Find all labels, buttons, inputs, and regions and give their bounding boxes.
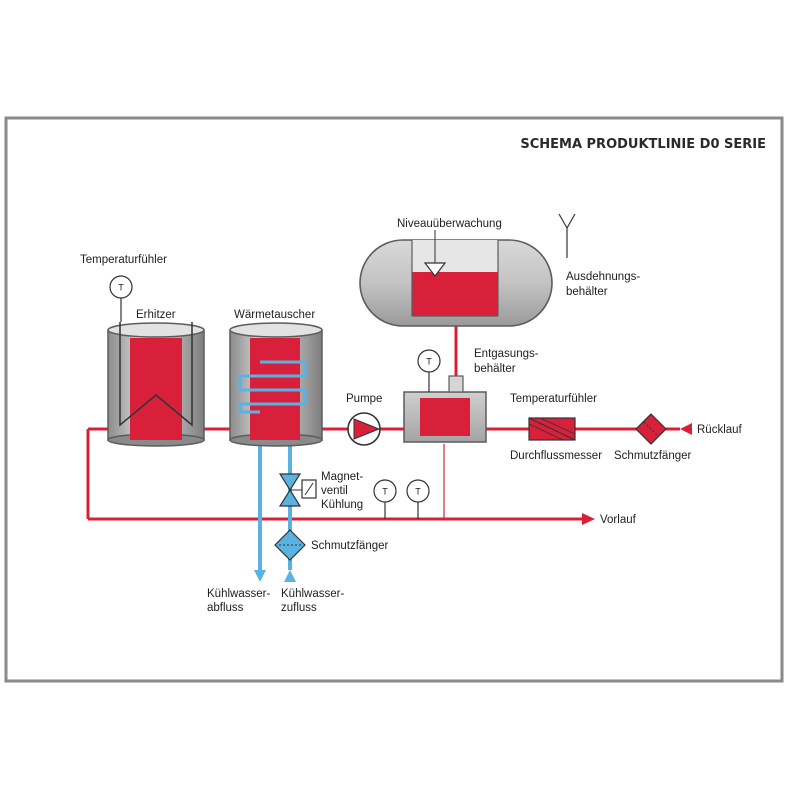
label-magnetventil-2: ventil xyxy=(321,485,348,497)
label-entgasungsbehaelter-1: Entgasungs- xyxy=(474,348,539,360)
erhitzer-vessel xyxy=(107,322,205,447)
kuehlwasser-abfluss-arrow xyxy=(254,570,266,582)
temperature-gauge-vorlauf-1: T xyxy=(373,479,397,503)
label-schmutzfaenger-bottom: Schmutzfänger xyxy=(311,540,389,552)
strainer-right xyxy=(635,413,667,445)
ausdehnungsbehaelter xyxy=(359,239,553,327)
label-ausdehnungsbehaelter-2: behälter xyxy=(566,286,608,298)
label-durchflussmesser: Durchflussmesser xyxy=(510,450,602,462)
svg-text:T: T xyxy=(118,283,124,293)
label-magnetventil-1: Magnet- xyxy=(321,471,363,483)
svg-text:T: T xyxy=(382,487,388,497)
temperature-gauge-vorlauf-2: T xyxy=(406,479,430,503)
heating-element xyxy=(119,322,193,427)
label-kuehlwasser-zufluss-2: zufluss xyxy=(281,602,317,614)
magnetventil xyxy=(278,473,317,507)
label-pumpe: Pumpe xyxy=(346,393,382,405)
label-temperaturfuehler-right: Temperaturfühler xyxy=(510,393,597,405)
vent-icon xyxy=(558,213,576,258)
diagram-title: SCHEMA PRODUKTLINIE D0 SERIE xyxy=(520,137,766,152)
waermetauscher-vessel xyxy=(229,322,323,447)
label-ausdehnungsbehaelter-1: Ausdehnungs- xyxy=(566,271,640,283)
label-schmutzfaenger-right: Schmutzfänger xyxy=(614,450,692,462)
label-kuehlwasser-zufluss-1: Kühlwasser- xyxy=(281,588,344,600)
temperature-gauge-entgasung: T xyxy=(417,349,441,373)
entgasungsbehaelter xyxy=(403,375,487,443)
label-erhitzer: Erhitzer xyxy=(136,309,176,321)
label-vorlauf: Vorlauf xyxy=(600,514,637,526)
cooling-coil xyxy=(238,360,307,414)
ruecklauf-arrow xyxy=(680,423,692,435)
kuehlwasser-zufluss-arrow xyxy=(284,570,296,582)
pump xyxy=(347,412,381,446)
label-waermetauscher: Wärmetauscher xyxy=(234,309,315,321)
label-entgasungsbehaelter-2: behälter xyxy=(474,363,516,375)
label-kuehlwasser-abfluss-1: Kühlwasser- xyxy=(207,588,270,600)
strainer-bottom xyxy=(274,529,306,561)
vorlauf-arrow xyxy=(582,513,595,525)
svg-text:T: T xyxy=(426,357,432,367)
label-temperaturfuehler-left: Temperaturfühler xyxy=(80,254,167,266)
label-magnetventil-3: Kühlung xyxy=(321,499,363,511)
label-kuehlwasser-abfluss-2: abfluss xyxy=(207,602,244,614)
label-ruecklauf: Rücklauf xyxy=(697,424,743,436)
temperature-gauge-erhitzer: T xyxy=(109,275,133,299)
label-niveauueberwachung: Niveauüberwachung xyxy=(397,218,502,230)
svg-text:T: T xyxy=(415,487,421,497)
flow-meter xyxy=(528,417,576,441)
